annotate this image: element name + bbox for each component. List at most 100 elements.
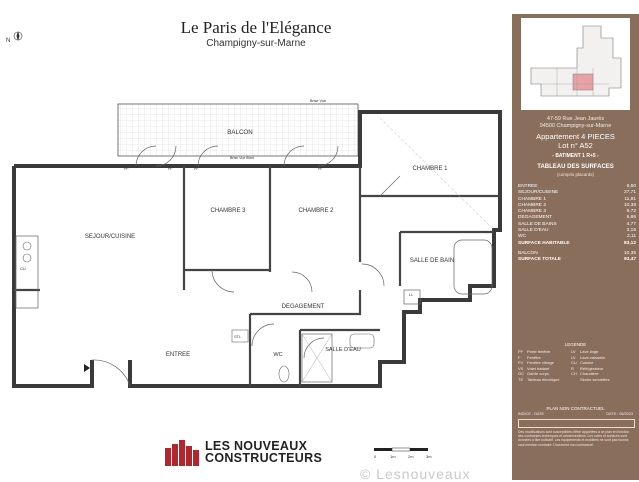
room-label-salle-eau: SALLE D'EAU	[325, 347, 361, 353]
building-location-thumbnail	[521, 18, 630, 110]
project-subtitle: Champigny-sur-Marne	[206, 38, 306, 49]
legend-title: LEGENDE	[564, 342, 587, 347]
plan-note: PLAN NON CONTRACTUEL	[546, 406, 605, 411]
watermark: © Lesnouveaux	[360, 466, 471, 482]
legend-description: Fenêtre vitrage	[527, 360, 554, 365]
surface-row: SALLE D'EAU 3,16	[518, 228, 636, 234]
surface-row: CHAMBRE 1 11,81	[518, 197, 636, 203]
meta-box	[518, 419, 635, 428]
info-panel: 47-59 Rue Jean Jaurès 94500 Champigny-su…	[512, 14, 639, 480]
scale-mark-3: 3m	[426, 454, 432, 459]
brise-vue-filant-label: Brise Vue filant	[230, 156, 254, 160]
legend-code: VS	[518, 365, 524, 371]
project-title: Le Paris de l'Elégance	[180, 18, 332, 37]
surface-value: 6,86	[626, 215, 636, 221]
room-label-chambre3: CHAMBRE 3	[210, 208, 246, 214]
apartment-type: Appartement 4 PIECES	[536, 132, 615, 141]
legend-description: Garde corps	[527, 371, 550, 376]
scale-mark-0: 0	[374, 454, 377, 459]
brand-logo-icon	[165, 440, 199, 466]
surfaces-title: TABLEAU DES SURFACES	[537, 164, 614, 170]
compass-icon: N	[6, 30, 24, 44]
surface-value: 11,81	[624, 196, 636, 202]
room-label-ll: LL	[409, 292, 414, 297]
legend-code: TE	[518, 376, 524, 382]
bathtub	[453, 239, 493, 295]
door-label-pf-4: PF	[318, 167, 323, 171]
surface-label: SURFACE HABITABLE	[518, 240, 570, 246]
surface-value: 27,71	[623, 190, 636, 196]
door-label-pf-1: PF	[124, 167, 129, 171]
scale-bar: 0 1m 2m 3m	[374, 447, 432, 459]
legend-description: Porte fenêtre	[527, 349, 551, 354]
meta-indice: INDICE - DATE	[518, 412, 545, 416]
surface-label: SALLE DE BAINS	[518, 221, 557, 227]
legend-code	[571, 377, 580, 382]
room-label-salle-bain: SALLE DE BAIN	[410, 258, 454, 264]
surface-label: SALLE D'EAU	[518, 228, 549, 234]
legend-code: LV	[571, 354, 576, 360]
brand-line2: CONSTRUCTEURS	[205, 451, 323, 465]
legend-description: Lave-vaisselle	[580, 354, 606, 360]
room-label-balcon: BALCON	[227, 129, 252, 136]
legend-code: R	[571, 365, 574, 371]
room-label-gtl: GTL	[234, 335, 241, 339]
floor-plan-area: Le Paris de l'Elégance Champigny-sur-Mar…	[6, 18, 502, 466]
meta-row: INDICE - DATE DATE : 05/2023	[518, 412, 633, 416]
surface-row: DEGAGEMENT 6,86	[518, 215, 636, 221]
surface-label: WC	[518, 234, 526, 240]
lot-number: Lot n° A52	[558, 141, 593, 150]
surfaces-note: (compris placards)	[556, 172, 594, 177]
surface-label: CHAMBRE 2	[518, 202, 546, 208]
floor-plan-drawing: BALCON Brise Vue Brise Vue filant SEJOUR…	[12, 99, 502, 388]
brand-name: LES NOUVEAUX CONSTRUCTEURS	[205, 440, 323, 465]
room-label-entree: ENTREE	[166, 352, 190, 358]
legend-description: Fenêtre	[527, 354, 541, 360]
surface-value: 9,72	[626, 209, 636, 215]
surface-label: DEGAGEMENT	[518, 215, 553, 221]
meta-date: DATE : 05/2023	[606, 412, 633, 416]
disclaimer-text: Des modifications sont susceptibles d'êt…	[518, 430, 630, 447]
legend-description: Sèche serviettes	[580, 376, 610, 382]
surface-value: 83,12	[623, 240, 636, 246]
surface-row: WC 2,11	[518, 234, 636, 240]
surface-value: 93,47	[623, 257, 636, 263]
legend-code: PF	[518, 349, 524, 354]
surface-value: 6,60	[626, 184, 636, 189]
address-line1: 47-59 Rue Jean Jaurès	[546, 116, 605, 122]
legend-code: FV	[518, 360, 524, 365]
entry-arrow-icon	[84, 364, 90, 372]
address-block: 47-59 Rue Jean Jaurès 94500 Champigny-su…	[512, 116, 639, 130]
scale-mark-1: 1m	[390, 454, 396, 459]
legend-description: Volet battant	[527, 365, 550, 371]
compass-label: N	[6, 38, 11, 44]
shower	[301, 333, 333, 383]
surface-value: 3,16	[626, 228, 636, 234]
room-label-sejour: SEJOUR/CUISINE	[85, 234, 135, 240]
surface-value: 2,11	[627, 234, 636, 240]
legend-description: Chaudière	[580, 371, 599, 376]
surface-label: CHAMBRE 1	[518, 196, 546, 202]
brise-vue-label: Brise Vue	[310, 99, 326, 103]
legend-code: LV	[571, 349, 576, 354]
legend-description: Réfrigérateur	[580, 365, 604, 371]
toilet	[278, 365, 290, 383]
kitchen-counter	[15, 235, 39, 309]
legend-code: F	[518, 354, 521, 360]
legend-code: GC	[518, 371, 524, 376]
apartment-block: Appartement 4 PIECES Lot n° A52	[512, 132, 639, 150]
balcony-area	[117, 103, 359, 157]
surface-label: ENTREE	[518, 184, 538, 189]
legend-code: CH	[571, 371, 577, 376]
surface-row: ENTREE 6,60	[518, 184, 636, 190]
surface-row: SURFACE HABITABLE 83,12	[518, 241, 636, 247]
